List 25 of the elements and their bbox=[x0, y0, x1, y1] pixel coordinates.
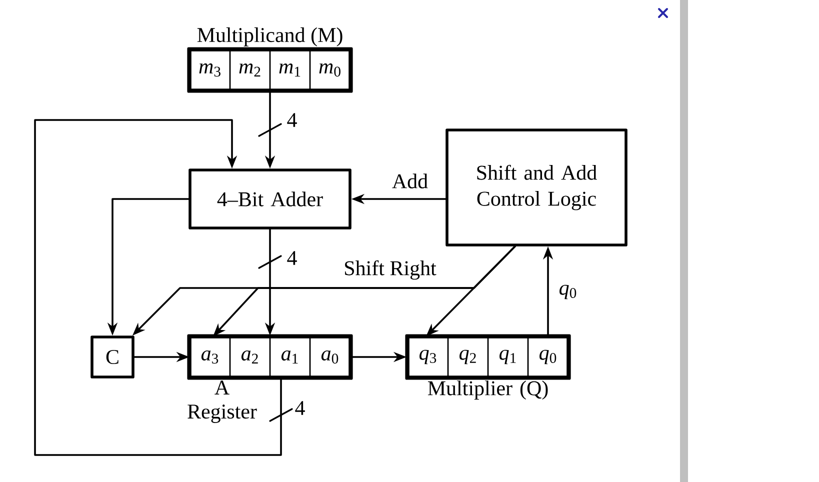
block-box: 4–Bit Adder bbox=[188, 168, 352, 230]
edge-label: 4 bbox=[287, 113, 297, 127]
edge-label: q$_{0}$ bbox=[560, 284, 576, 300]
edge-label: Add bbox=[392, 174, 428, 188]
node-label: Multiplier (Q) bbox=[428, 380, 548, 400]
register-cell: m$_{3}$ bbox=[189, 49, 231, 91]
register-cell: m$_{1}$ bbox=[269, 49, 311, 91]
register-cell: a$_{0}$ bbox=[309, 336, 351, 378]
register-cell: a$_{3}$ bbox=[189, 336, 231, 378]
edge-label: 4 bbox=[295, 401, 305, 415]
block-box: C bbox=[90, 336, 134, 378]
register-cell: q$_{2}$ bbox=[447, 336, 489, 378]
node-label: A Register bbox=[188, 380, 257, 423]
edge-label: Shift Right bbox=[345, 260, 436, 280]
register-cell: q$_{1}$ bbox=[487, 336, 529, 378]
arrow bbox=[34, 119, 282, 456]
register-cell: a$_{1}$ bbox=[269, 336, 311, 378]
register-cell: m$_{0}$ bbox=[309, 49, 351, 91]
block-box: Shift and Add Control Logic bbox=[446, 128, 628, 246]
register-cell: m$_{2}$ bbox=[229, 49, 271, 91]
edge-label: 4 bbox=[287, 251, 297, 265]
register-cell: a$_{2}$ bbox=[229, 336, 271, 378]
node-label: Multiplicand (M) bbox=[197, 27, 342, 46]
register-cell: q$_{3}$ bbox=[407, 336, 449, 378]
register-cell: q$_{0}$ bbox=[527, 336, 569, 378]
